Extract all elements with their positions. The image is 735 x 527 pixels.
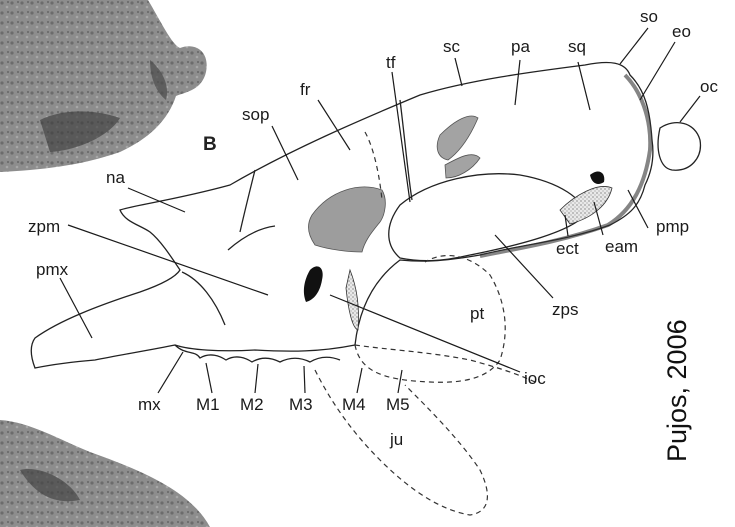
label-mx: mx xyxy=(138,395,161,414)
leader-ioc xyxy=(330,295,520,372)
leader-fr xyxy=(318,100,350,150)
label-ioc: ioc xyxy=(524,369,546,388)
leader-na xyxy=(128,188,185,212)
label-sc: sc xyxy=(443,37,461,56)
label-eo: eo xyxy=(672,22,691,41)
photo-fragment-top xyxy=(0,0,207,172)
leader-M3 xyxy=(304,366,305,393)
label-M4: M4 xyxy=(342,395,366,414)
label-eam: eam xyxy=(605,237,638,256)
leader-M4 xyxy=(357,368,362,393)
leader-pmx xyxy=(60,278,92,338)
leader-pmp xyxy=(628,190,648,228)
leader-pa xyxy=(515,60,520,105)
label-zps: zps xyxy=(552,300,578,319)
label-so: so xyxy=(640,7,658,26)
leader-mx xyxy=(158,352,183,393)
leader-M2 xyxy=(255,364,258,393)
label-zpm: zpm xyxy=(28,217,60,236)
leader-so xyxy=(620,28,648,64)
label-oc: oc xyxy=(700,77,718,96)
photo-fragment-bottom xyxy=(0,420,210,527)
label-fr: fr xyxy=(300,80,311,99)
leader-sc xyxy=(455,58,462,86)
leader-M1 xyxy=(206,363,212,393)
label-M2: M2 xyxy=(240,395,264,414)
label-ect: ect xyxy=(556,239,579,258)
leader-sop xyxy=(272,126,298,180)
label-sop: sop xyxy=(242,105,269,124)
leader-M5 xyxy=(398,370,402,393)
label-pmx: pmx xyxy=(36,260,69,279)
label-M3: M3 xyxy=(289,395,313,414)
label-sq: sq xyxy=(568,37,586,56)
credit-text: Pujos, 2006 xyxy=(662,319,692,462)
leader-zpm xyxy=(68,225,268,295)
label-pt: pt xyxy=(470,304,484,323)
label-M1: M1 xyxy=(196,395,220,414)
label-tf: tf xyxy=(386,53,396,72)
label-M5: M5 xyxy=(386,395,410,414)
panel-label: B xyxy=(203,134,217,155)
label-na: na xyxy=(106,168,125,187)
label-pmp: pmp xyxy=(656,217,689,236)
leader-tf xyxy=(392,72,410,202)
label-ju: ju xyxy=(389,430,403,449)
leader-eo xyxy=(640,42,675,100)
leader-sq xyxy=(578,62,590,110)
leader-oc xyxy=(680,96,700,122)
label-pa: pa xyxy=(511,37,530,56)
